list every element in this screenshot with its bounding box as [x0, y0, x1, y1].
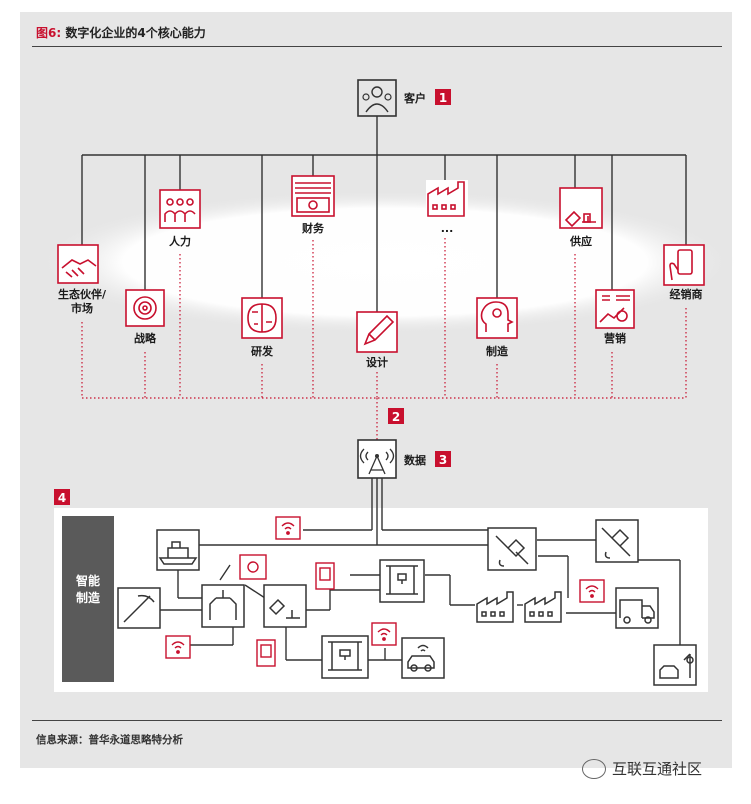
factory-icon — [426, 180, 468, 218]
badge-3-text: 3 — [439, 453, 447, 467]
capability-label-rnd: 研发 — [251, 344, 274, 358]
pencil-icon — [356, 311, 398, 353]
watermark-text: 互联互通社区 — [612, 760, 703, 778]
capability-label-more: ... — [441, 222, 454, 235]
badge-1: 1 — [435, 89, 451, 105]
figure-title-text: 数字化企业的4个核心能力 — [65, 26, 206, 40]
tablet-icon-2 — [256, 639, 276, 667]
badge-4-text: 4 — [58, 491, 66, 505]
customer-node: 客户 1 — [357, 79, 451, 117]
network-lines — [158, 478, 681, 661]
factory-icon-3 — [523, 584, 565, 624]
printer-3d-icon-2 — [321, 635, 369, 679]
badge-1-text: 1 — [439, 91, 447, 105]
robot-arm-icon — [201, 584, 245, 628]
worker-robot-icon — [653, 644, 697, 686]
source-note: 信息来源：普华永道思略特分析 — [36, 734, 183, 746]
smart-manufacturing-sidebar — [62, 516, 114, 682]
badge-2: 2 — [388, 408, 404, 424]
data-flow-lines — [81, 238, 687, 440]
badge-4: 4 — [54, 489, 70, 505]
antenna-icon — [357, 439, 397, 479]
wifi-icon-2 — [165, 635, 191, 659]
phone-hand-icon — [663, 244, 705, 286]
wifi-icon-3 — [371, 622, 397, 646]
badge-3: 3 — [435, 451, 451, 467]
capability-label-ecosystem: 生态伙伴/ — [58, 287, 107, 301]
bottom-rule — [32, 720, 722, 721]
hierarchy-lines — [81, 116, 687, 312]
people-icon — [159, 189, 201, 229]
top-rule — [32, 46, 722, 47]
smart-manufacturing-label-1: 智能 — [75, 573, 100, 588]
figure-label: 图6: — [36, 26, 62, 40]
truck-icon — [615, 587, 659, 629]
capability-label-manufacturing: 制造 — [486, 344, 509, 358]
capability-label-design: 设计 — [366, 355, 388, 369]
supply-icon — [559, 187, 603, 229]
capability-label-strategy: 战略 — [134, 331, 157, 345]
capability-label-market: 市场 — [71, 301, 93, 315]
wifi-icon — [275, 516, 301, 540]
chat-bubble-icon — [582, 758, 606, 779]
data-node: 数据 3 — [357, 439, 451, 479]
tablet-icon — [315, 562, 335, 590]
pickaxe-icon — [117, 587, 161, 629]
head-gear-icon — [476, 297, 518, 339]
customer-icon — [357, 79, 397, 117]
supply-chain-icon — [263, 584, 307, 628]
money-icon — [291, 175, 335, 217]
scanner-icon — [239, 554, 267, 580]
marketing-chart-icon — [595, 289, 635, 329]
smart-manufacturing-label-2: 制造 — [76, 590, 101, 605]
car-wifi-icon — [401, 637, 445, 679]
capability-label-hr: 人力 — [169, 234, 191, 248]
satellite-icon — [487, 527, 537, 571]
wifi-icon-4 — [579, 579, 605, 603]
capability-label-supply: 供应 — [569, 234, 592, 248]
watermark: 互联互通社区 — [582, 758, 702, 779]
capability-label-marketing: 营销 — [604, 331, 626, 345]
handshake-icon — [57, 244, 99, 284]
ship-icon — [156, 529, 200, 571]
target-icon — [125, 289, 165, 327]
brain-circuit-icon — [241, 297, 283, 339]
customer-label: 客户 — [403, 91, 426, 105]
capability-label-finance: 财务 — [301, 221, 325, 235]
printer-3d-icon — [379, 559, 425, 603]
figure-title: 图6: 数字化企业的4个核心能力 — [36, 24, 206, 41]
badge-2-text: 2 — [392, 410, 400, 424]
capability-label-distributor: 经销商 — [670, 287, 703, 301]
data-label: 数据 — [404, 453, 426, 467]
factory-icon-2 — [475, 584, 517, 624]
satellite-icon-2 — [595, 519, 639, 563]
